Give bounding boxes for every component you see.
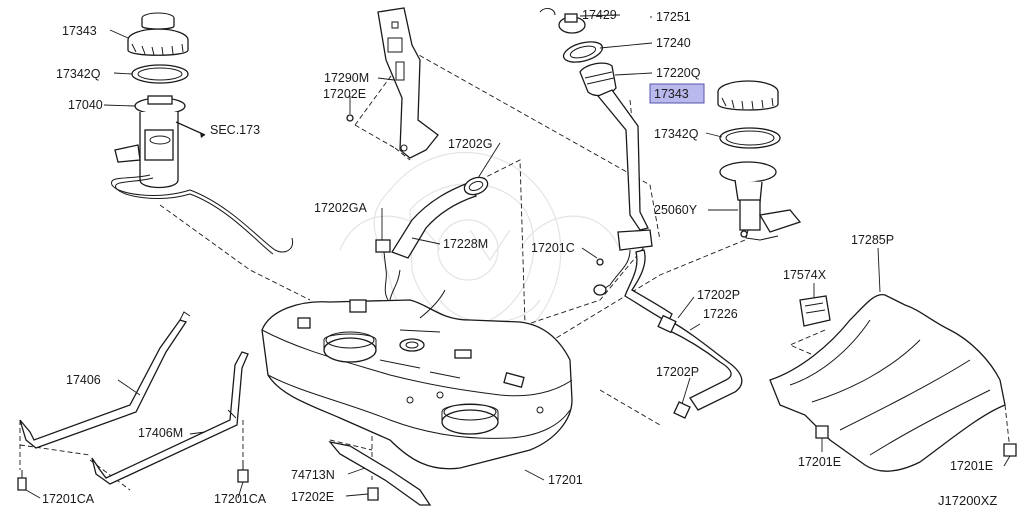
fuel-tank bbox=[261, 269, 573, 470]
label-17202p-lower[interactable]: 17202P bbox=[656, 365, 699, 379]
right-pump-assembly bbox=[717, 80, 802, 241]
part-labels: 17343 17342Q 17040 17290M 17202E 17202G … bbox=[42, 8, 997, 508]
label-17226[interactable]: 17226 bbox=[703, 307, 738, 321]
tank-straps bbox=[17, 311, 379, 501]
leader-lines bbox=[25, 14, 1011, 499]
hose-17228m bbox=[375, 176, 489, 301]
label-17406[interactable]: 17406 bbox=[66, 373, 101, 387]
heat-insulator-74713n bbox=[328, 441, 432, 506]
label-17220q[interactable]: 17220Q bbox=[656, 66, 701, 80]
label-17202p[interactable]: 17202P bbox=[697, 288, 740, 302]
sec-reference[interactable]: SEC.173 bbox=[210, 123, 260, 137]
label-17040[interactable]: 17040 bbox=[68, 98, 103, 112]
label-17202e-lower[interactable]: 17202E bbox=[291, 490, 334, 504]
label-17201e[interactable]: 17201E bbox=[798, 455, 841, 469]
diagram-code: J17200XZ bbox=[938, 493, 997, 508]
highlighted-label-box bbox=[649, 83, 705, 104]
hose-17226 bbox=[657, 314, 743, 419]
label-17290m[interactable]: 17290M bbox=[324, 71, 369, 85]
label-17202e[interactable]: 17202E bbox=[323, 87, 366, 101]
label-17240[interactable]: 17240 bbox=[656, 36, 691, 50]
label-17343[interactable]: 17343 bbox=[62, 24, 97, 38]
label-17406m[interactable]: 17406M bbox=[138, 426, 183, 440]
fuel-pump-assembly bbox=[111, 12, 294, 255]
label-17574x[interactable]: 17574X bbox=[783, 268, 827, 282]
label-17201ca[interactable]: 17201CA bbox=[42, 492, 95, 506]
heat-shield bbox=[769, 293, 1017, 472]
label-17342q-right[interactable]: 17342Q bbox=[654, 127, 699, 141]
label-17202ga[interactable]: 17202GA bbox=[314, 201, 367, 215]
label-25060y[interactable]: 25060Y bbox=[654, 203, 698, 217]
label-17201e-right[interactable]: 17201E bbox=[950, 459, 993, 473]
label-17342q[interactable]: 17342Q bbox=[56, 67, 101, 81]
label-17343-highlighted[interactable]: 17343 bbox=[654, 87, 689, 101]
label-17201ca-right[interactable]: 17201CA bbox=[214, 492, 267, 506]
label-17251[interactable]: 17251 bbox=[656, 10, 691, 24]
label-17201[interactable]: 17201 bbox=[548, 473, 583, 487]
label-17285p[interactable]: 17285P bbox=[851, 233, 894, 247]
label-17202g[interactable]: 17202G bbox=[448, 137, 492, 151]
bracket-17290m bbox=[346, 7, 439, 159]
filler-neck-assembly bbox=[539, 7, 673, 323]
label-17228m[interactable]: 17228M bbox=[443, 237, 488, 251]
label-17429[interactable]: 17429 bbox=[582, 8, 617, 22]
label-17201c[interactable]: 17201C bbox=[531, 241, 575, 255]
label-74713n[interactable]: 74713N bbox=[291, 468, 335, 482]
